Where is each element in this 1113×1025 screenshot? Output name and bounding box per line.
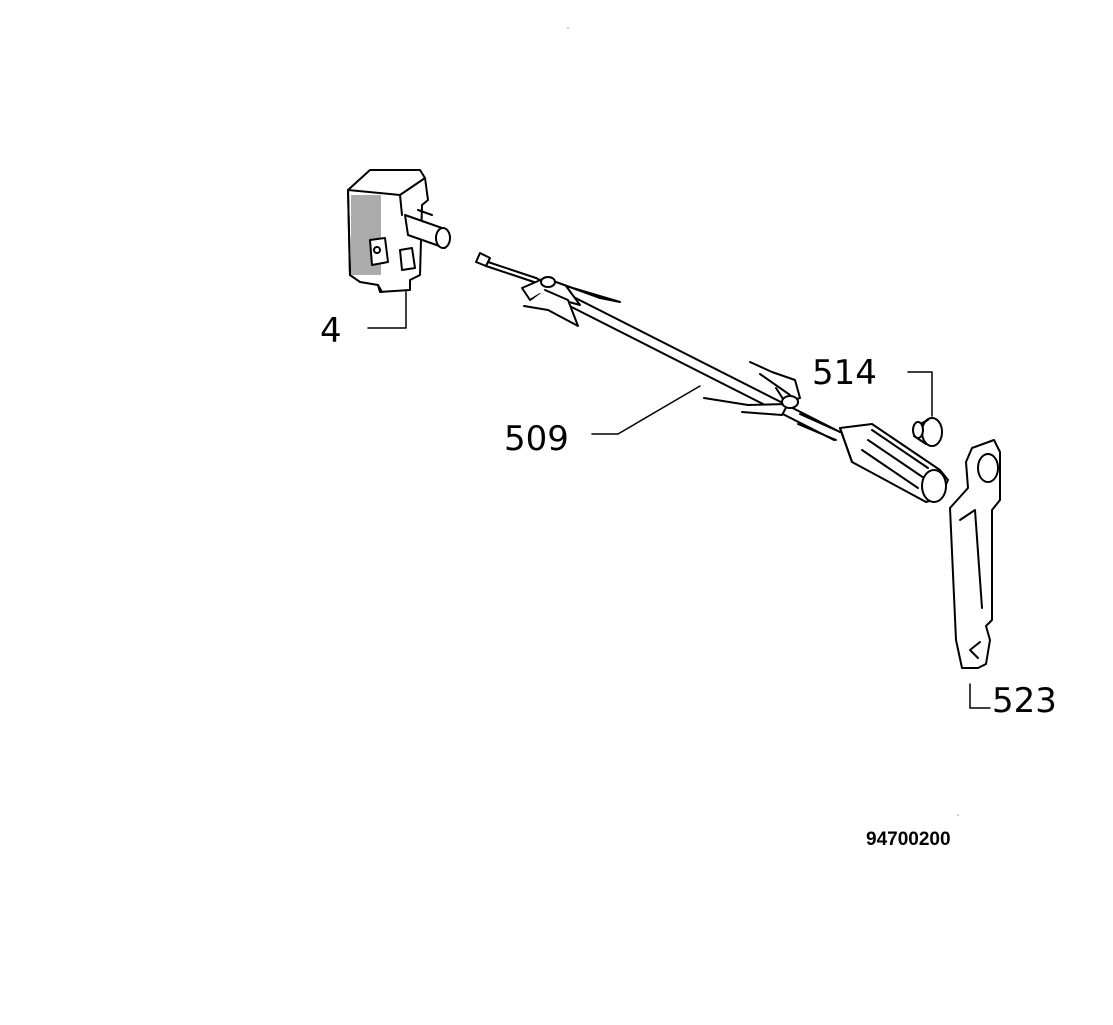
part-label-509: 509 xyxy=(504,419,569,459)
spit-rod-illustration xyxy=(475,252,949,503)
part-label-4: 4 xyxy=(320,311,342,351)
callout-line-4 xyxy=(367,291,407,329)
callout-line-523 xyxy=(969,683,991,709)
bushing-illustration xyxy=(912,417,943,447)
callout-line-514 xyxy=(907,371,933,417)
bracket-illustration xyxy=(949,439,1001,669)
callout-line-509 xyxy=(591,385,701,435)
part-label-523: 523 xyxy=(992,681,1057,721)
drawing-number: 94700200 xyxy=(866,829,951,850)
motor-illustration xyxy=(347,169,451,293)
part-label-514: 514 xyxy=(812,353,877,393)
